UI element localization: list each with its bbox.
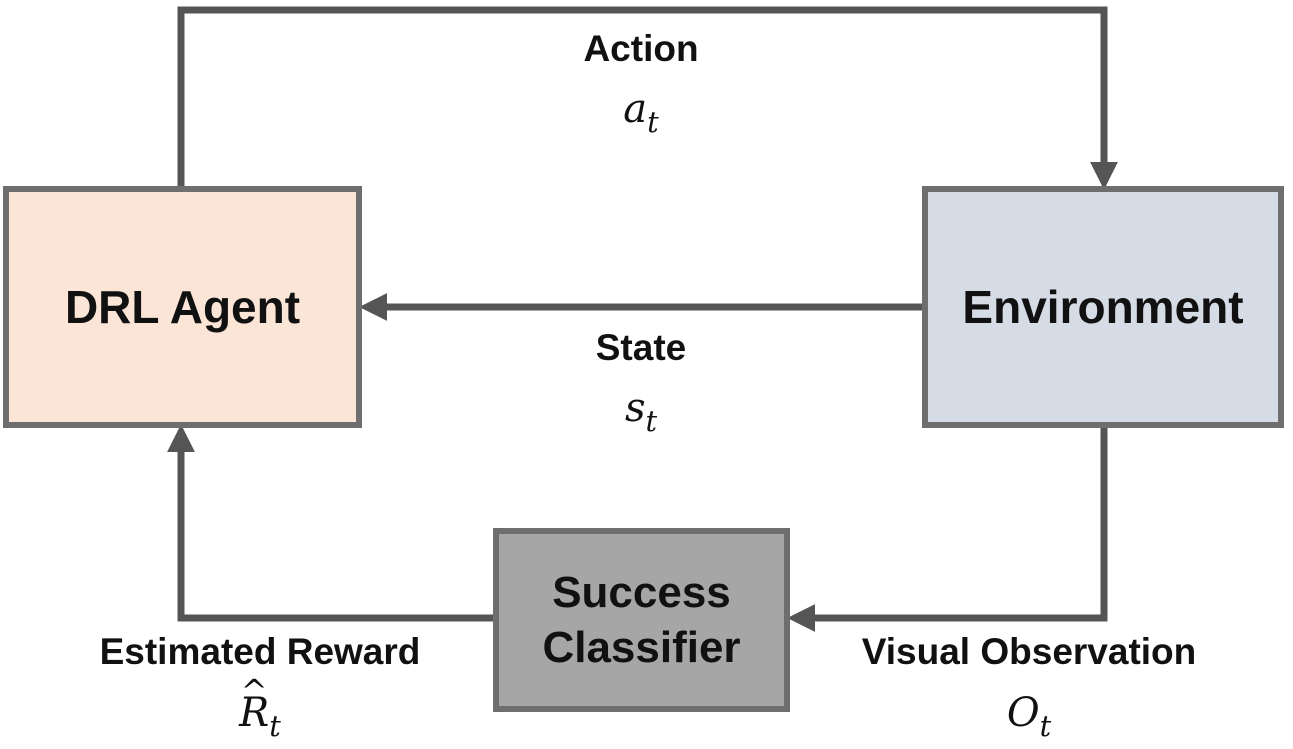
environment-box: Environment [922, 186, 1284, 428]
observation-symbol-subscript: t [1039, 709, 1052, 744]
classifier-label-line1: Success [552, 568, 731, 617]
reward-symbol-hatted: ^R [239, 672, 270, 736]
state-label: State [595, 327, 687, 368]
observation-symbol-letter: O [1006, 690, 1040, 736]
reward-symbol-letter: R [239, 690, 270, 736]
action-symbol: at [623, 86, 658, 136]
action-label: Action [583, 28, 699, 69]
visual-observation-label: Visual Observation [861, 631, 1197, 672]
drl-agent-box: DRL Agent [3, 186, 362, 428]
state-symbol: st [624, 385, 657, 435]
state-symbol-letter: s [624, 385, 646, 431]
observation-symbol: Ot [1006, 690, 1051, 740]
action-symbol-letter: a [623, 86, 648, 132]
reward-arrow [167, 424, 493, 622]
state-symbol-subscript: t [645, 404, 658, 439]
estimated-reward-label: Estimated Reward [99, 631, 421, 672]
reward-hat-accent: ^ [240, 672, 268, 711]
reward-symbol: ^Rt [239, 672, 281, 740]
observation-arrow [787, 428, 1108, 632]
action-arrow [177, 6, 1118, 190]
environment-label: Environment [962, 281, 1244, 333]
reward-symbol-subscript: t [269, 709, 281, 744]
drl-agent-label: DRL Agent [64, 281, 301, 333]
action-symbol-subscript: t [647, 105, 659, 140]
success-classifier-box: Success Classifier [493, 528, 790, 712]
classifier-label-line2: Classifier [542, 623, 741, 672]
